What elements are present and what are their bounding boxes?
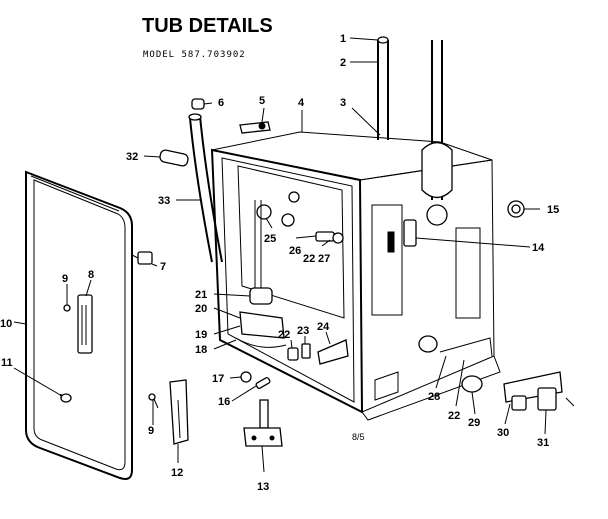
part-12-hinge-arm bbox=[169, 379, 189, 445]
callout-5: 5 bbox=[259, 95, 265, 107]
callout-22-right: 22 bbox=[448, 410, 460, 422]
callout-17: 17 bbox=[212, 373, 224, 385]
part-29-bushing bbox=[461, 375, 483, 393]
part-13-hinge bbox=[243, 399, 283, 447]
callout-12: 12 bbox=[171, 467, 183, 479]
callout-31: 31 bbox=[537, 437, 549, 449]
callout-24: 24 bbox=[317, 321, 330, 333]
door-screw bbox=[63, 304, 71, 312]
diagram-title: TUB DETAILS bbox=[142, 15, 273, 37]
part-16-pin bbox=[255, 376, 271, 390]
callout-15: 15 bbox=[547, 204, 559, 216]
part-6-plug bbox=[191, 98, 205, 110]
callout-3: 3 bbox=[340, 97, 346, 109]
part-14-latch bbox=[387, 219, 417, 253]
callout-11: 11 bbox=[1, 357, 13, 369]
callout-22-upper: 22 bbox=[303, 253, 315, 265]
model-number: MODEL 587.703902 bbox=[143, 50, 246, 60]
page-mark: 8/5 bbox=[352, 432, 365, 442]
callout-18: 18 bbox=[195, 344, 207, 356]
callout-8: 8 bbox=[88, 269, 94, 281]
callout-29: 29 bbox=[468, 417, 480, 429]
callout-21: 21 bbox=[195, 289, 207, 301]
callout-10: 10 bbox=[0, 318, 12, 330]
callout-13: 13 bbox=[257, 481, 269, 493]
callout-23: 23 bbox=[297, 325, 309, 337]
part-32-gasket bbox=[159, 149, 189, 167]
callout-20: 20 bbox=[195, 303, 207, 315]
callout-9-door: 9 bbox=[62, 273, 68, 285]
callout-28: 28 bbox=[428, 391, 440, 403]
callout-26: 26 bbox=[289, 245, 301, 257]
door-spring-bar bbox=[59, 393, 72, 403]
callout-4: 4 bbox=[298, 97, 305, 109]
callout-7: 7 bbox=[160, 261, 166, 273]
part-7-bracket bbox=[131, 251, 153, 265]
callout-2: 2 bbox=[340, 57, 346, 69]
part-33-hose bbox=[188, 113, 223, 263]
part-15-cap bbox=[507, 200, 525, 218]
callout-25: 25 bbox=[264, 233, 276, 245]
callout-14: 14 bbox=[532, 242, 545, 254]
callout-33: 33 bbox=[158, 195, 170, 207]
leader-lines bbox=[13, 37, 547, 473]
callout-19: 19 bbox=[195, 329, 207, 341]
part-26-27-fittings bbox=[315, 231, 344, 244]
callout-1: 1 bbox=[340, 33, 346, 45]
part-30-31-switch bbox=[503, 371, 575, 411]
part-21-pump-inlet bbox=[249, 200, 273, 305]
callout-27: 27 bbox=[318, 253, 330, 265]
part-9-screw bbox=[148, 393, 159, 409]
callout-30: 30 bbox=[497, 427, 509, 439]
callout-32: 32 bbox=[126, 151, 138, 163]
callout-22-lower: 22 bbox=[278, 329, 290, 341]
door-panel bbox=[25, 170, 133, 480]
part-25-nozzle bbox=[256, 191, 300, 227]
part-17-nut bbox=[240, 371, 252, 383]
callouts: 1 2 3 4 5 6 7 8 9 9 10 11 12 13 14 15 16… bbox=[0, 33, 559, 493]
callout-16: 16 bbox=[218, 396, 230, 408]
part-22-23-24-bottom bbox=[287, 339, 349, 365]
part-20-19-18-assembly bbox=[235, 311, 287, 348]
callout-6: 6 bbox=[218, 97, 224, 109]
part-5-clip bbox=[239, 121, 271, 134]
callout-9-hinge: 9 bbox=[148, 425, 154, 437]
door-handle bbox=[77, 294, 93, 354]
tub-body bbox=[210, 36, 501, 421]
